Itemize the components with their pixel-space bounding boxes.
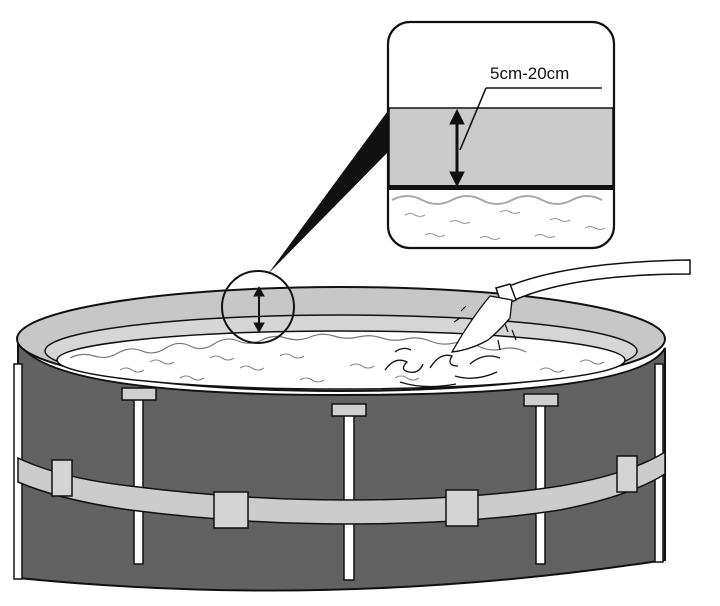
leg-caps <box>121 387 559 417</box>
belt-buckle <box>616 455 638 493</box>
stream-drops <box>453 305 517 351</box>
belt-buckle <box>51 459 73 497</box>
belt-buckle <box>213 491 249 529</box>
measurement-arrow <box>449 87 602 188</box>
pool-leg <box>133 393 144 565</box>
splash <box>384 347 501 388</box>
water-ripples <box>119 353 605 383</box>
water-surface <box>56 330 626 390</box>
pool-leg <box>535 397 546 565</box>
callout-box: 5cm-20cm <box>386 20 616 250</box>
belt-buckle <box>445 489 479 527</box>
callout-water-line <box>389 185 613 190</box>
pool-leg <box>343 407 355 581</box>
callout-ripples <box>404 209 606 241</box>
water-edge-waves <box>69 333 527 359</box>
water-surface-icon <box>391 195 603 205</box>
hose-body <box>498 259 691 303</box>
belt-buckles <box>51 455 638 529</box>
leg-cap <box>121 387 157 401</box>
callout-leader <box>268 108 390 274</box>
callout-rim-band <box>388 107 614 189</box>
measurement-label: 5cm-20cm <box>490 64 569 83</box>
leg-cap <box>523 393 559 407</box>
detail-marker-circle <box>221 270 295 344</box>
garden-hose-icon <box>450 259 691 353</box>
pool-wall <box>17 339 666 592</box>
water-stream <box>450 295 513 353</box>
leg-cap <box>331 403 367 417</box>
double-arrow-icon <box>253 285 265 334</box>
pool <box>13 286 666 592</box>
